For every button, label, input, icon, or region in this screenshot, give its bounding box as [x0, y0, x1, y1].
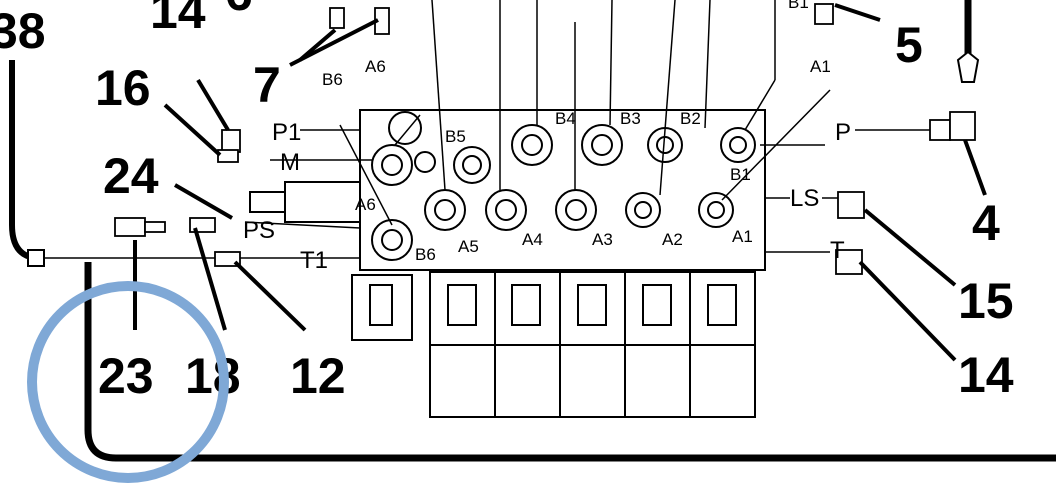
port-a1-top: A1: [810, 57, 831, 76]
callout-24: 24: [103, 148, 159, 204]
port-b6: B6: [415, 245, 436, 264]
label-m: M: [280, 149, 300, 176]
port-b3: B3: [620, 109, 641, 128]
fittings: [114, 3, 976, 275]
pressure-cartridge: [284, 181, 361, 223]
port-b4: B4: [555, 109, 576, 128]
callout-38: 38: [0, 3, 46, 59]
port-a2: A2: [662, 230, 683, 249]
port-a6: A6: [355, 195, 376, 214]
hose-38: [9, 60, 36, 261]
port-b5: B5: [445, 127, 466, 146]
label-t1: T1: [300, 247, 328, 274]
highlight-circle: [27, 281, 229, 483]
port-b1-top: B1: [788, 0, 809, 12]
label-t: T: [830, 237, 845, 264]
port-a5: A5: [458, 237, 479, 256]
frame-line: [84, 262, 1056, 462]
port-leaders: [244, 0, 930, 253]
callout-18: 18: [185, 348, 241, 404]
callout-16: 16: [95, 60, 151, 116]
port-b6-top: B6: [322, 70, 343, 89]
ports: [371, 111, 756, 261]
port-b2: B2: [680, 109, 701, 128]
label-ps: PS: [243, 217, 275, 244]
port-a4: A4: [522, 230, 543, 249]
callout-12: 12: [290, 348, 346, 404]
callout-14-bottom: 14: [958, 347, 1014, 403]
callout-15: 15: [958, 273, 1014, 329]
label-p1: P1: [272, 119, 301, 146]
port-a1: A1: [732, 227, 753, 246]
callout-6: 6: [225, 0, 253, 21]
callout-4: 4: [972, 195, 1000, 251]
label-ls: LS: [790, 185, 819, 212]
callout-leaders: [133, 3, 987, 362]
hose-fitting: [956, 50, 980, 83]
callout-7: 7: [253, 57, 281, 113]
cartridge-knob: [249, 191, 286, 213]
port-b1: B1: [730, 165, 751, 184]
callout-23: 23: [98, 348, 154, 404]
callout-14-top: 14: [150, 0, 206, 39]
label-p: P: [835, 119, 851, 146]
port-a6-top: A6: [365, 57, 386, 76]
hose-fitting-38: [27, 249, 45, 267]
callout-5: 5: [895, 17, 923, 73]
port-a3: A3: [592, 230, 613, 249]
valve-block: [359, 109, 766, 271]
solenoid-sections: [351, 271, 756, 418]
